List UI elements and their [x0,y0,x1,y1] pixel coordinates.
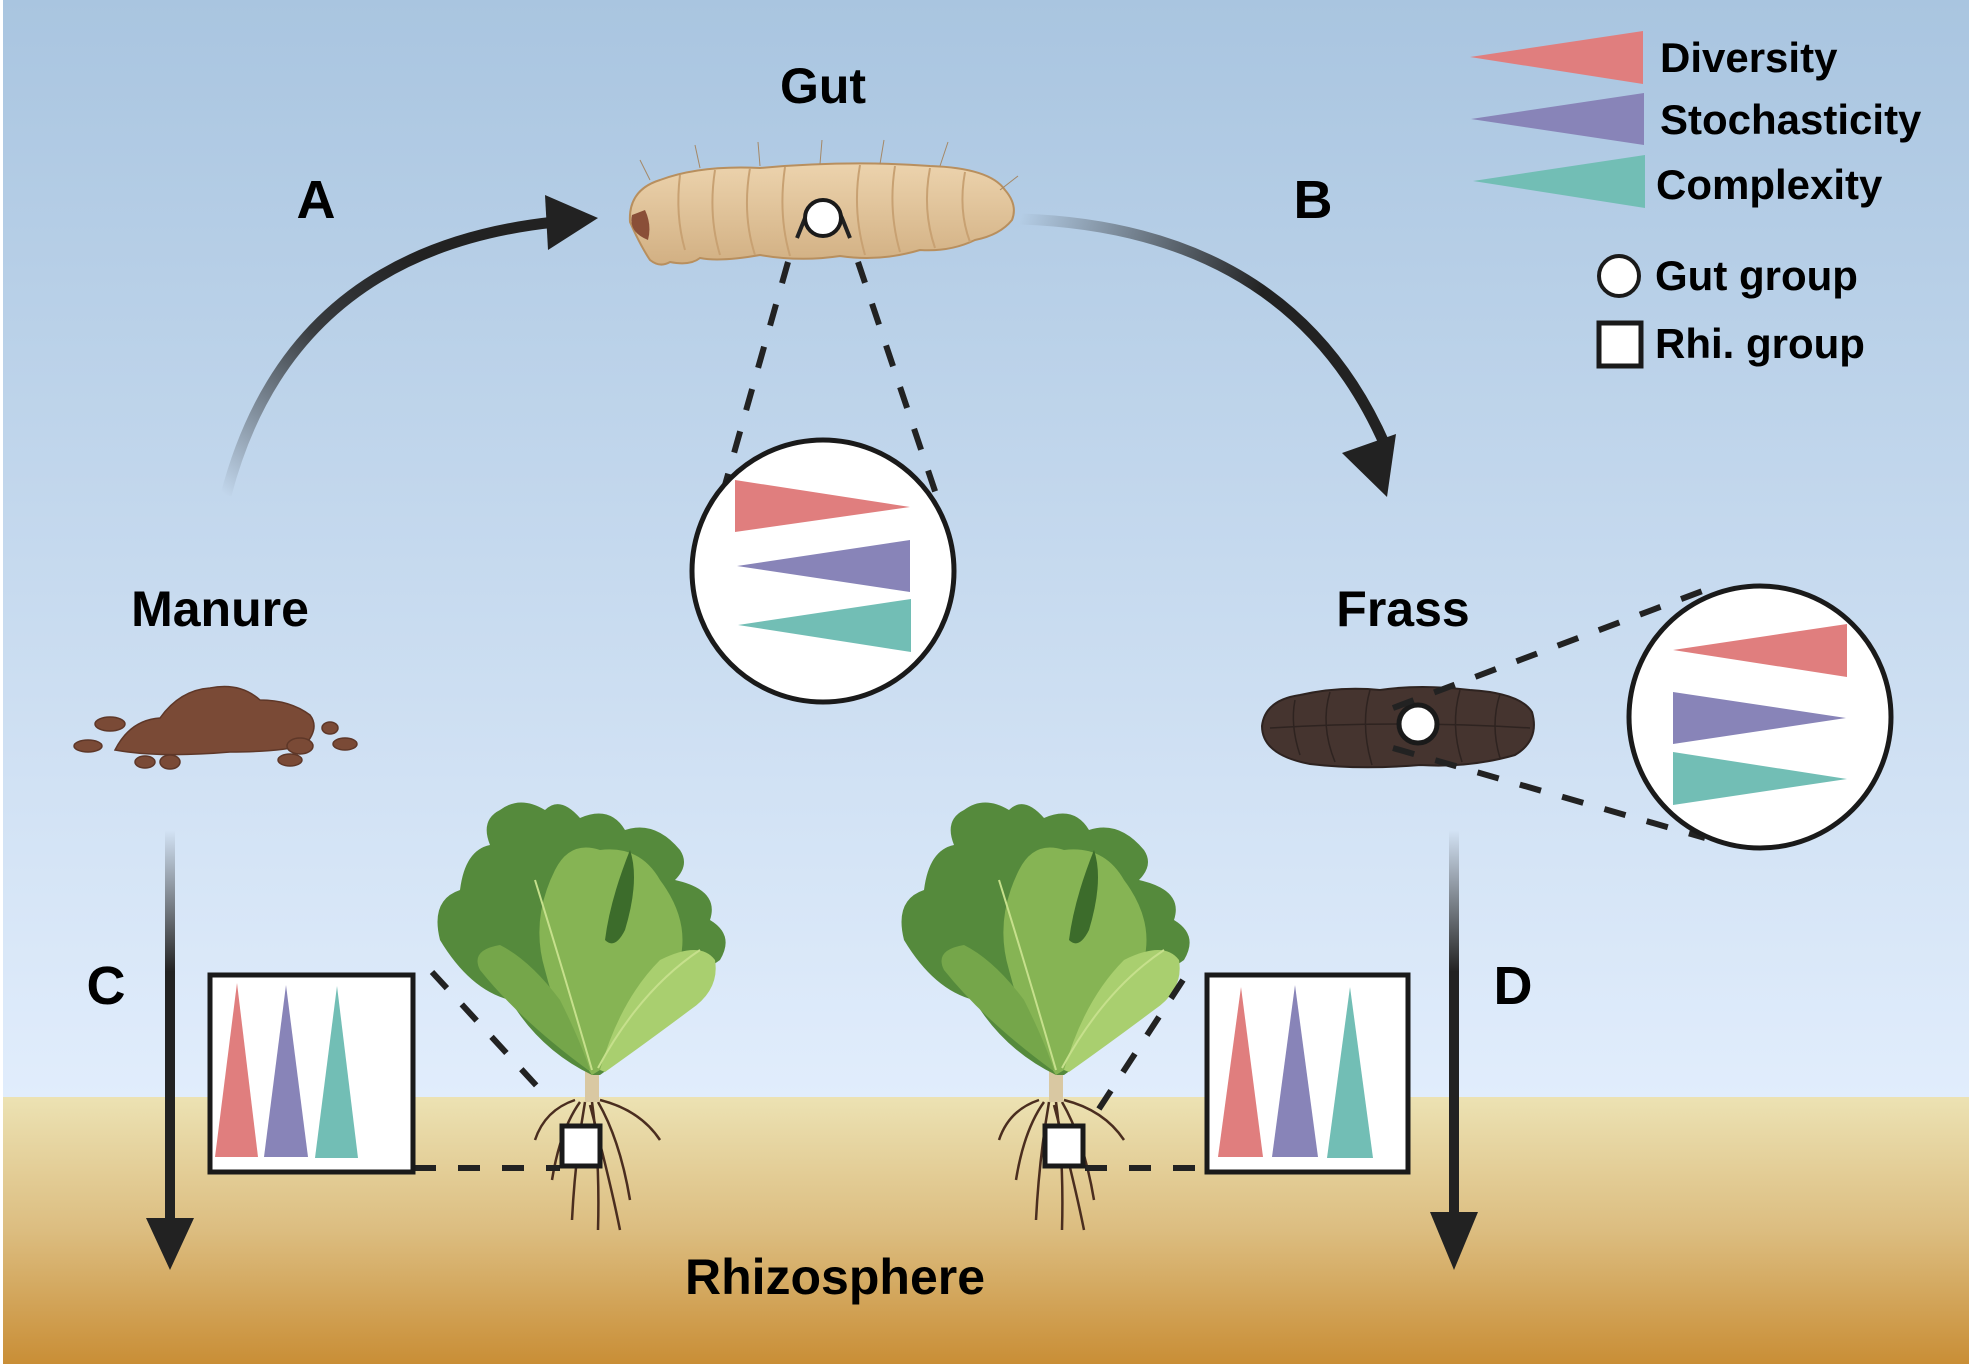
rhi-group-marker-right [1042,1123,1086,1169]
gut-inset-stochasticity-wedge [737,540,910,592]
frass-inset-stochasticity-wedge [1673,692,1846,744]
node-label-rhizosphere: Rhizosphere [685,1249,985,1305]
gut-zoom-lines [722,261,941,501]
legend: Diversity Stochasticity Complexity Gut g… [1470,31,1922,369]
arrow-a [220,195,598,497]
rhi-manure-complexity-wedge [315,986,358,1158]
rhi-manure-stochasticity-wedge [264,985,308,1157]
rhi-frass-complexity-wedge [1327,987,1373,1158]
legend-label-rhi-group: Rhi. group [1655,320,1865,367]
pathway-label-d: D [1494,956,1533,1016]
gut-inset-diversity-wedge [735,480,910,532]
legend-label-stochasticity: Stochasticity [1660,96,1922,143]
legend-rhi-group-marker [1596,320,1644,369]
gut-group-inset [689,437,957,705]
frass-inset-complexity-wedge [1673,752,1847,805]
rhi-frass-diversity-wedge [1218,987,1263,1157]
legend-label-complexity: Complexity [1656,161,1883,208]
frass-group-marker [1396,702,1440,746]
pathway-label-c: C [87,956,126,1016]
frass-zoom-lines [1391,587,1707,841]
node-label-manure: Manure [131,581,309,637]
gut-group-marker [803,198,843,238]
legend-label-gut-group: Gut group [1655,252,1858,299]
gut-inset-complexity-wedge [738,599,911,652]
legend-gut-group-marker [1597,254,1641,298]
rhi-manure-diversity-wedge [215,983,258,1157]
arrow-d [1430,830,1478,1270]
lettuce-plant-left [437,802,726,1231]
node-label-frass: Frass [1336,581,1469,637]
rhizosphere-right-zoom-lines [1085,978,1207,1171]
pathway-label-a: A [297,170,336,230]
legend-label-diversity: Diversity [1660,34,1838,81]
rhizosphere-manure-inset [207,972,416,1175]
rhi-group-marker-left [559,1123,603,1169]
frass-group-inset [1626,583,1894,851]
arrow-c [146,830,194,1270]
legend-stochasticity-swatch [1471,93,1644,145]
legend-diversity-swatch [1470,31,1643,84]
lettuce-plant-right [901,802,1190,1231]
arrow-b [1019,213,1396,497]
pathway-label-b: B [1294,170,1333,230]
rhizosphere-frass-inset [1204,972,1411,1175]
legend-complexity-swatch [1473,155,1645,208]
rhizosphere-left-zoom-lines [414,969,560,1171]
rhi-frass-stochasticity-wedge [1272,985,1318,1157]
manure-pile-illustration [73,685,358,770]
frass-inset-diversity-wedge [1673,624,1847,677]
node-label-gut: Gut [780,58,866,114]
